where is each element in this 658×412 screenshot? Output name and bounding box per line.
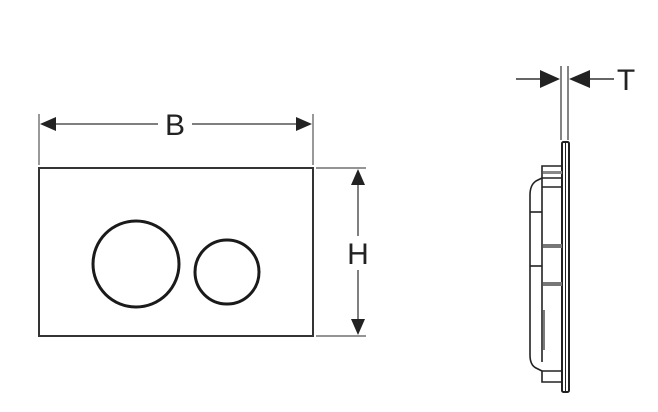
dimension-h [316, 167, 366, 337]
dimension-b [38, 114, 314, 165]
front-view [38, 167, 314, 337]
dimension-b-label: B [165, 109, 185, 142]
arrow-up-icon [351, 169, 365, 185]
dimension-h-label: H [347, 238, 369, 271]
small-button-circle [193, 238, 261, 306]
dimension-t-label: T [617, 64, 635, 97]
arrow-right-icon [540, 70, 560, 88]
side-view [529, 141, 570, 393]
arrow-left-icon [569, 70, 590, 88]
plate-outline [38, 167, 314, 337]
dimension-t [516, 66, 614, 140]
large-button-circle [91, 219, 181, 309]
arrow-down-icon [351, 319, 365, 335]
arrow-left-icon [40, 117, 56, 131]
arrow-right-icon [296, 117, 312, 131]
